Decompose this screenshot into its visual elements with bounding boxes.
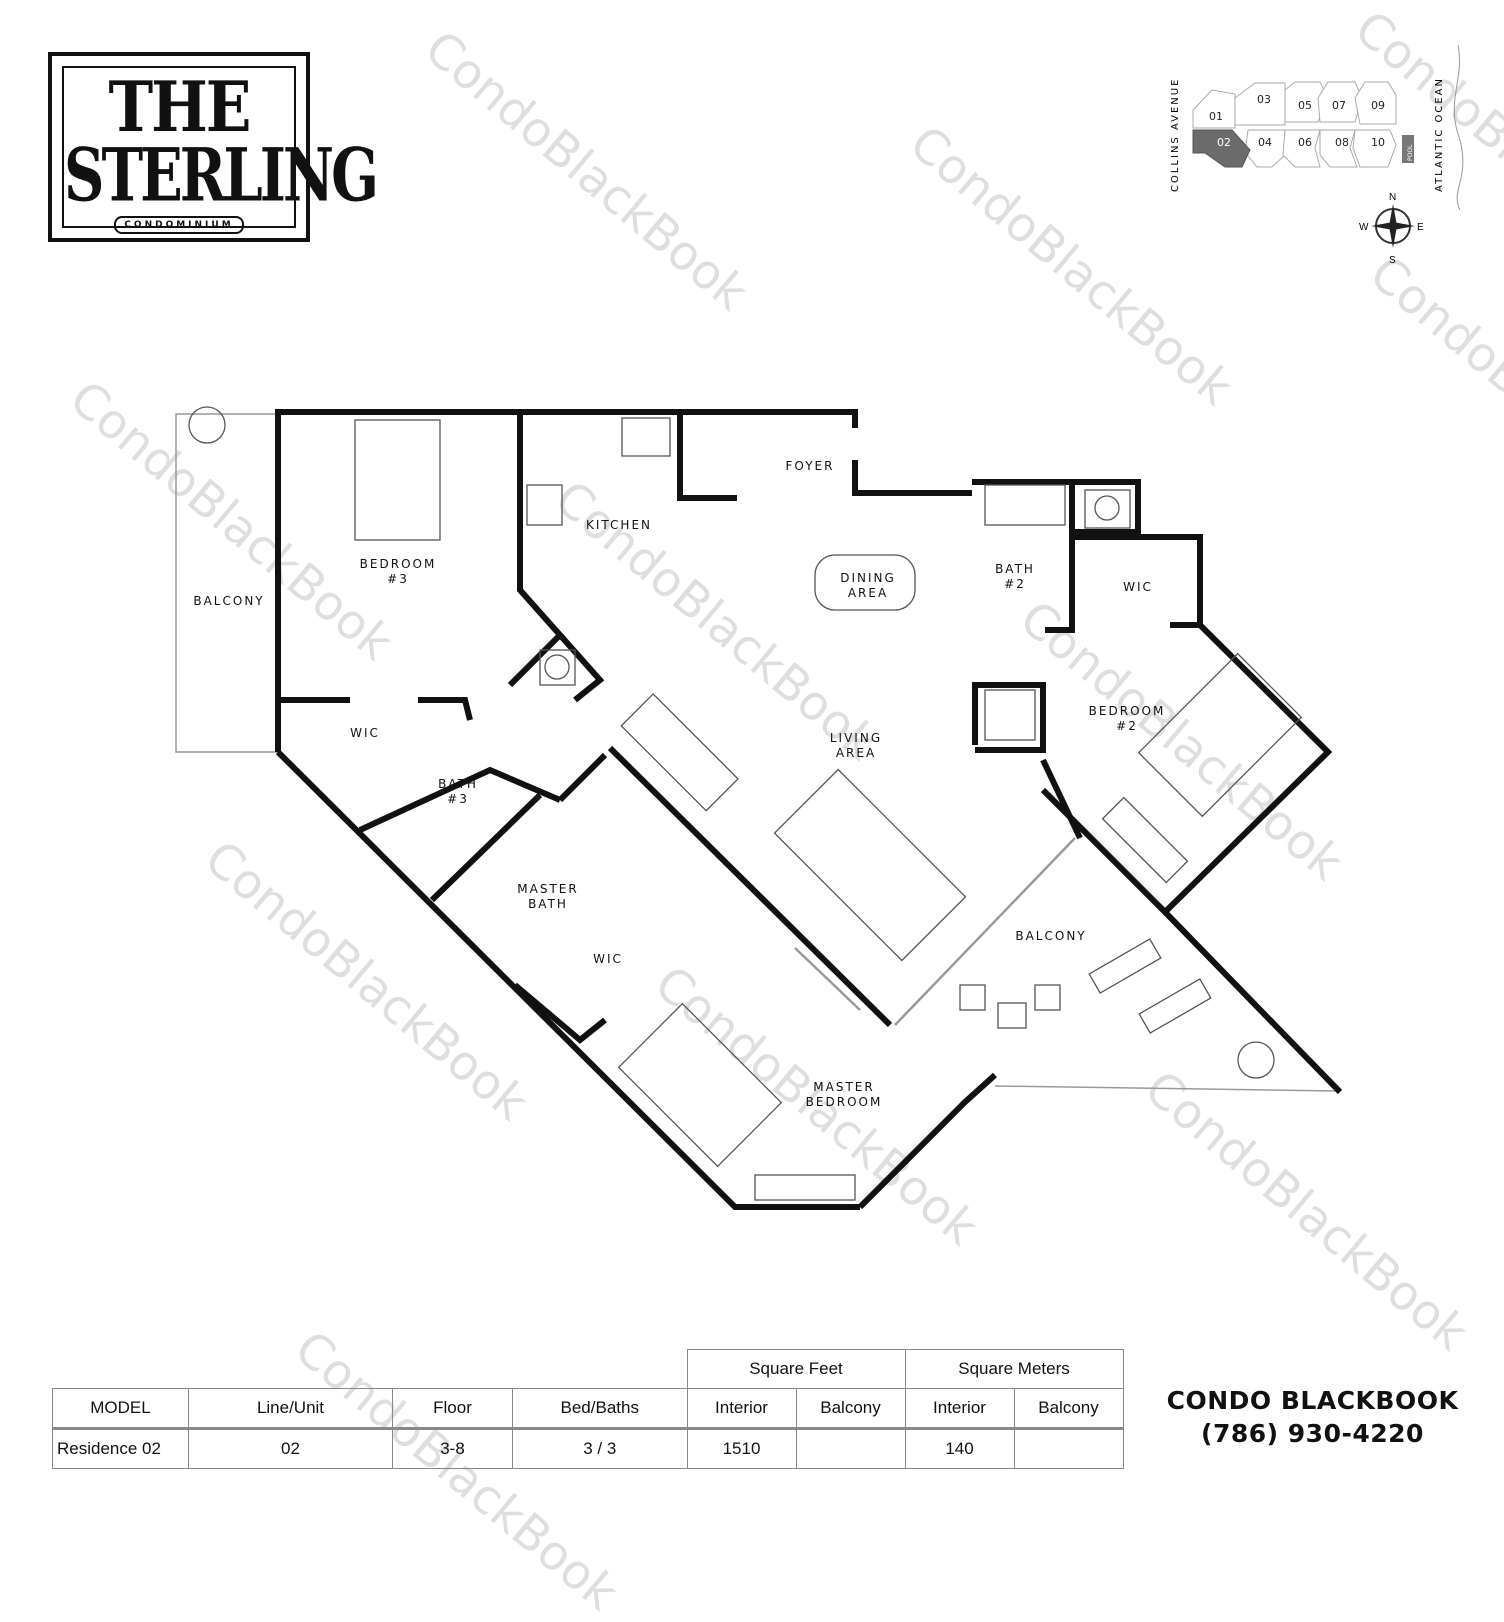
wall-bedroom2	[1040, 622, 1333, 917]
group-header-sqm: Square Meters	[904, 1349, 1124, 1389]
unit-label: 10	[1371, 136, 1385, 149]
room-label-dining: DINING AREA	[840, 571, 896, 600]
cell-line-unit: 02	[188, 1428, 393, 1469]
room-label-bath-2: BATH #2	[995, 562, 1035, 591]
unit-label: 06	[1298, 136, 1312, 149]
wall-master-bath	[429, 792, 543, 903]
room-label-wic-left: WIC	[350, 726, 380, 740]
bed-2	[1137, 652, 1303, 818]
wall-closet	[1075, 479, 1141, 535]
room-label-bedroom-3: BEDROOM #3	[359, 557, 437, 586]
header-line-unit: Line/Unit	[188, 1388, 393, 1429]
wall-linen	[972, 682, 1046, 753]
key-plan: COLLINS AVENUE ATLANTIC OCEAN POOL 01 02…	[1170, 44, 1464, 266]
sofa-living	[773, 768, 967, 962]
cell-sqm-balcony	[1013, 1428, 1124, 1469]
unit-label: 04	[1258, 136, 1272, 149]
wall-master-right	[857, 1072, 998, 1210]
wall-wic-right	[1075, 534, 1203, 628]
cell-model: Residence 02	[52, 1428, 189, 1469]
wall-outer-top	[275, 409, 858, 752]
room-label-bath-3: BATH #3	[438, 777, 478, 806]
lounger-2	[1138, 978, 1212, 1034]
cell-floor: 3-8	[392, 1428, 513, 1469]
wall-bath3	[418, 697, 473, 721]
ocean-label: ATLANTIC OCEAN	[1434, 77, 1445, 192]
unit-09	[1354, 81, 1397, 125]
wall-balcony-right	[1162, 909, 1343, 1095]
header-bed-baths: Bed/Baths	[512, 1388, 688, 1429]
header-sqm-balcony: Balcony	[1013, 1388, 1124, 1429]
unit-label: 01	[1209, 110, 1223, 123]
bed-3	[354, 419, 441, 541]
pool	[1402, 135, 1414, 163]
room-label-master-bath: MASTER BATH	[517, 882, 579, 911]
room-label-bedroom-2: BEDROOM #2	[1088, 704, 1166, 733]
unit-label: 09	[1371, 99, 1385, 112]
floor-plan	[175, 406, 1343, 1210]
wall-bath2	[972, 479, 1075, 633]
bed-master	[617, 1002, 783, 1168]
unit-label: 02	[1217, 136, 1231, 149]
wall-kitchen	[507, 412, 565, 688]
header-sqft-interior: Interior	[686, 1388, 797, 1429]
unit-02-highlighted	[1192, 129, 1251, 168]
wall-living-diag	[607, 745, 893, 1028]
room-label-kitchen: KITCHEN	[586, 518, 652, 532]
room-label-balcony-right: BALCONY	[1015, 929, 1087, 943]
unit-10	[1352, 129, 1397, 168]
cell-sqft-balcony	[795, 1428, 906, 1469]
svg-text:W: W	[1359, 222, 1369, 233]
wall-bath3-lower	[358, 766, 562, 833]
cell-bed-baths: 3 / 3	[512, 1428, 688, 1469]
room-label-wic-master: WIC	[593, 952, 623, 966]
room-label-living: LIVING AREA	[829, 731, 883, 760]
sofa-left	[620, 693, 739, 812]
svg-text:E: E	[1417, 222, 1424, 233]
group-header-sqft: Square Feet	[686, 1349, 906, 1389]
logo-the: THE	[108, 67, 251, 149]
cell-sqm-interior: 140	[904, 1428, 1015, 1469]
wall-hall	[557, 752, 608, 803]
logo-condominium: CONDOMINIUM	[114, 216, 244, 234]
unit-specs-table: Square Feet Square Meters MODEL Line/Uni…	[52, 1349, 1124, 1469]
lounger-1	[1088, 938, 1162, 994]
brand-phone[interactable]: (786) 930-4220	[1201, 1419, 1424, 1448]
wall-wic-master	[513, 982, 607, 1044]
condo-blackbook-brand: CONDO BLACKBOOK (786) 930-4220	[1150, 1384, 1475, 1450]
room-label-foyer: FOYER	[785, 459, 835, 473]
wall-foyer	[852, 460, 972, 496]
header-floor: Floor	[392, 1388, 513, 1429]
svg-text:N: N	[1389, 192, 1396, 203]
unit-label: 03	[1257, 93, 1271, 106]
brand-name-light: CONDO	[1166, 1386, 1272, 1415]
header-model: MODEL	[52, 1388, 189, 1429]
wall-pantry	[677, 412, 737, 501]
room-label-wic-right: WIC	[1123, 580, 1153, 594]
stove	[526, 484, 563, 526]
header-sqm-interior: Interior	[904, 1388, 1015, 1429]
wall-left-outer	[275, 749, 860, 1210]
compass-icon: N S E W	[1359, 192, 1424, 266]
dining-table	[814, 554, 916, 611]
cell-sqft-interior: 1510	[686, 1428, 797, 1469]
room-label-master-bedroom: MASTER BEDROOM	[805, 1080, 883, 1109]
unit-label: 07	[1332, 99, 1346, 112]
brand-name-bold: BLACKBOOK	[1280, 1386, 1459, 1415]
svg-text:S: S	[1389, 255, 1396, 266]
street-label: COLLINS AVENUE	[1170, 78, 1181, 192]
unit-label: 08	[1335, 136, 1349, 149]
header-sqft-balcony: Balcony	[795, 1388, 906, 1429]
left-balcony-outline	[175, 413, 279, 753]
wall-kitchen-closet	[557, 633, 605, 703]
room-label-balcony-left: BALCONY	[193, 594, 265, 608]
svg-text:POOL: POOL	[1407, 144, 1414, 161]
unit-label: 05	[1298, 99, 1312, 112]
table-row: Residence 02 02 3-8 3 / 3 1510 140	[52, 1428, 1124, 1469]
fridge	[621, 417, 671, 457]
